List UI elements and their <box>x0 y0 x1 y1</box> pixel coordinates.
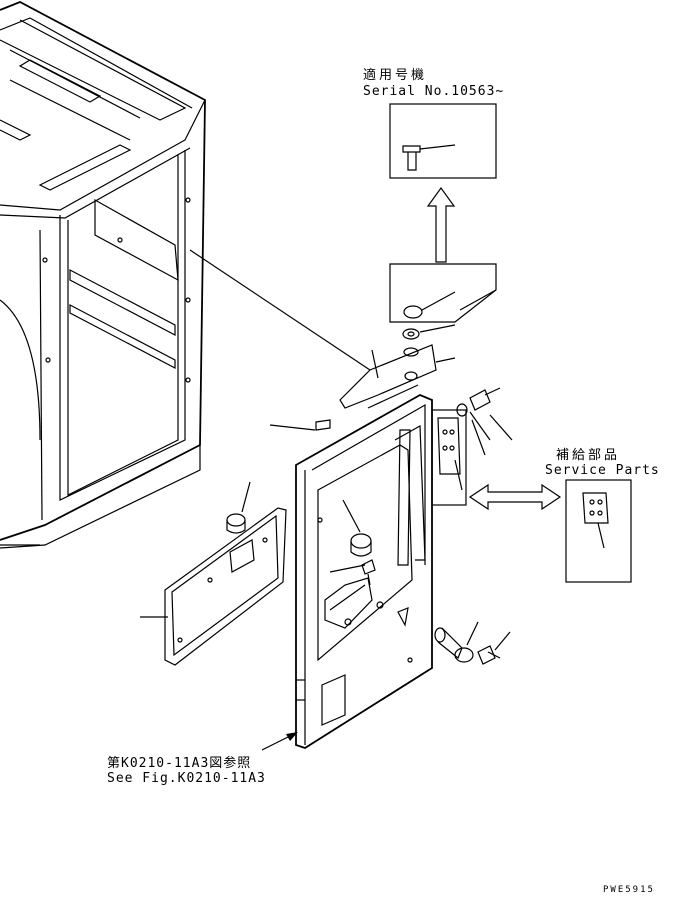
reference-label-jp: 第K0210-11A3図参照 <box>107 756 252 771</box>
door-pin <box>434 621 479 663</box>
cab-frame <box>0 1 206 549</box>
serial-label-jp: 適用号機 <box>363 68 428 83</box>
door-screw <box>477 631 511 665</box>
serial-detail-box <box>389 103 497 179</box>
door-panel-gasket <box>140 507 287 666</box>
arrow-up-icon <box>426 186 456 263</box>
nut-detail-box <box>389 263 497 323</box>
service-parts-label-en: Service Parts <box>545 463 660 478</box>
door-knob <box>350 533 372 549</box>
serial-label-en: Serial No.10563~ <box>363 84 505 99</box>
reference-arrow-icon <box>261 732 298 751</box>
grommet <box>226 513 246 527</box>
bolt-detail <box>402 144 456 171</box>
double-arrow-icon <box>468 483 562 511</box>
hinge-box <box>431 409 467 506</box>
drawing-code: PWE5915 <box>603 885 655 895</box>
hinge-plate <box>339 344 456 409</box>
service-parts-label-jp: 補給部品 <box>556 448 621 463</box>
service-parts-box <box>565 479 632 583</box>
washer <box>402 328 420 340</box>
cab-door <box>295 384 433 749</box>
reference-label-en: See Fig.K0210-11A3 <box>107 771 266 786</box>
